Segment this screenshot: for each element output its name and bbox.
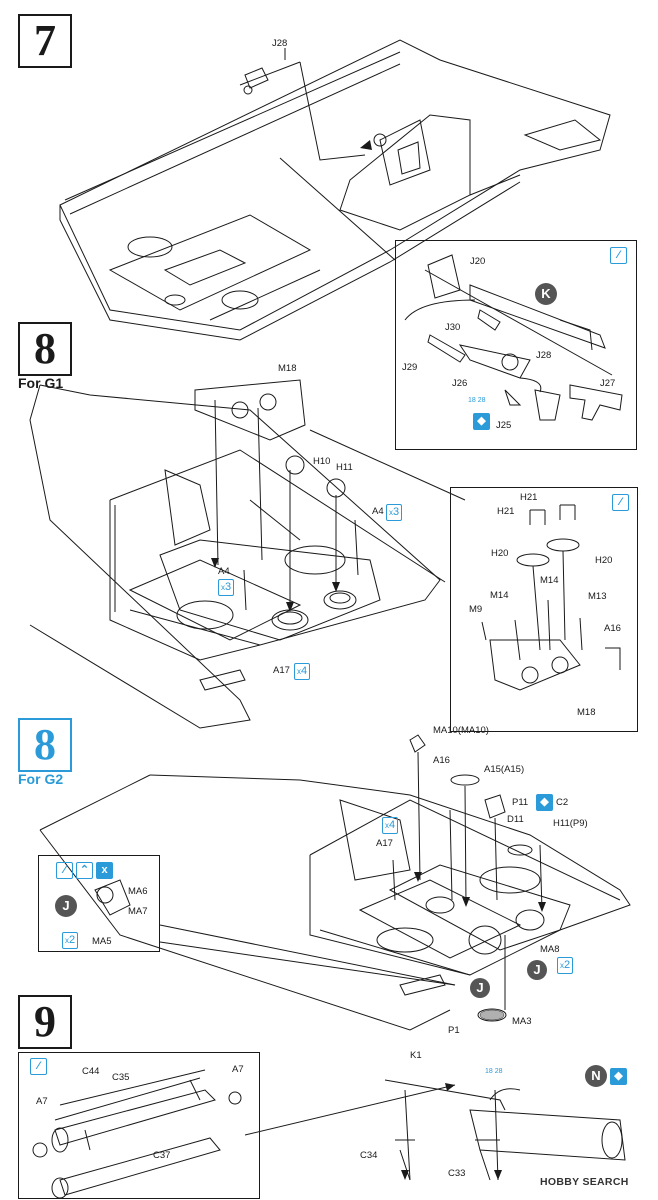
part-label: H11 (336, 462, 353, 473)
part-label: C44 (82, 1066, 100, 1077)
callout-n: N (585, 1065, 607, 1087)
part-label: J20 (470, 256, 486, 267)
part-label: M18 (577, 707, 596, 718)
part-label: MA5 (92, 936, 112, 947)
part-label: M14 (490, 590, 509, 601)
step-8-g1-number: 8 (18, 322, 72, 376)
step-8-g2-number: 8 (18, 718, 72, 772)
part-label: MA3 (512, 1016, 532, 1027)
step8-g1-hull-drawing (29, 379, 466, 729)
part-label: P1 (448, 1025, 460, 1036)
part-label: J26 (452, 378, 468, 389)
part-label: MA7 (128, 906, 148, 917)
quantity-badge: x2 (62, 932, 79, 949)
glue-icon: ⁄ (30, 1058, 47, 1075)
part-label: C35 (112, 1072, 130, 1083)
part-number-tag: 18 28 (468, 397, 486, 404)
step8-g2-hull-drawing (39, 734, 631, 1031)
part-label: A7 (232, 1064, 244, 1075)
step-8-g2-variant: For G2 (18, 771, 64, 787)
part-label: H21 (497, 506, 515, 517)
inset-step8-g1-hatch (450, 487, 638, 732)
part-label: J29 (402, 362, 418, 373)
step-9-number: 9 (18, 995, 72, 1049)
part-label: A7 (36, 1096, 48, 1107)
part-label: MA10(MA10) (433, 725, 489, 736)
part-label: M18 (278, 363, 297, 374)
glue-icon: ⁄ (610, 247, 627, 264)
glue-icon: ⁄ (612, 494, 629, 511)
part-label: A15(A15) (484, 764, 525, 775)
quantity-badge: x4 (382, 817, 399, 834)
part-label: MA8 (540, 944, 560, 955)
part-label: H10 (313, 456, 331, 467)
glue-icon: ⁄ (56, 862, 73, 879)
part-label: P11 (512, 797, 529, 808)
part-label: C33 (448, 1168, 466, 1179)
step7-hull-drawing (59, 39, 611, 341)
choose-one-icon: ◆ (610, 1068, 627, 1085)
step8-g1-inset-drawing (481, 504, 621, 691)
part-label: C2 (556, 797, 569, 808)
part-label: C37 (153, 1150, 171, 1161)
part-label: C34 (360, 1150, 378, 1161)
quantity-badge: x4 (294, 663, 311, 680)
inset-step9-barrel (18, 1052, 260, 1199)
quantity-badge: x3 (386, 504, 403, 521)
quantity-badge: x3 (218, 579, 235, 596)
part-label: K1 (410, 1050, 422, 1061)
step7-inset-drawing (404, 254, 623, 421)
part-label: H11(P9) (553, 818, 588, 829)
part-label: J28 (536, 350, 552, 361)
part-label: J28 (272, 38, 288, 49)
step-8-g1-variant: For G1 (18, 375, 64, 391)
part-label: A17 (273, 665, 290, 676)
part-label: H20 (491, 548, 509, 559)
part-label: H20 (595, 555, 613, 566)
inset-step8-g2-detail (38, 855, 160, 952)
inset-step7-machine-gun (395, 240, 637, 450)
callout-j: J (527, 960, 547, 980)
part-number-tag: 18 28 (485, 1068, 503, 1075)
part-label: M13 (588, 591, 607, 602)
quantity-badge: x2 (557, 957, 574, 974)
part-label: A4 (218, 566, 230, 577)
callout-j: J (55, 895, 77, 917)
part-label: MA6 (128, 886, 148, 897)
part-label: A16 (433, 755, 450, 766)
step-7-number: 7 (18, 14, 72, 68)
fold-icon: ⌃ (76, 862, 93, 879)
callout-k: K (535, 283, 557, 305)
part-label: A16 (604, 623, 621, 634)
part-label: A4 (372, 506, 384, 517)
part-label: D11 (507, 814, 524, 825)
step9-drawing (32, 1069, 626, 1199)
callout-j: J (470, 978, 490, 998)
part-label: H21 (520, 492, 538, 503)
part-label: J27 (600, 378, 616, 389)
part-label: A17 (376, 838, 393, 849)
choose-one-icon: ◆ (536, 794, 553, 811)
part-label: J30 (445, 322, 461, 333)
part-label: J25 (496, 420, 512, 431)
remove-part-icon: x (96, 862, 113, 879)
watermark: HOBBY SEARCH (540, 1176, 629, 1188)
part-label: M9 (469, 604, 483, 615)
part-label: M14 (540, 575, 559, 586)
choose-one-icon: ◆ (473, 413, 490, 430)
